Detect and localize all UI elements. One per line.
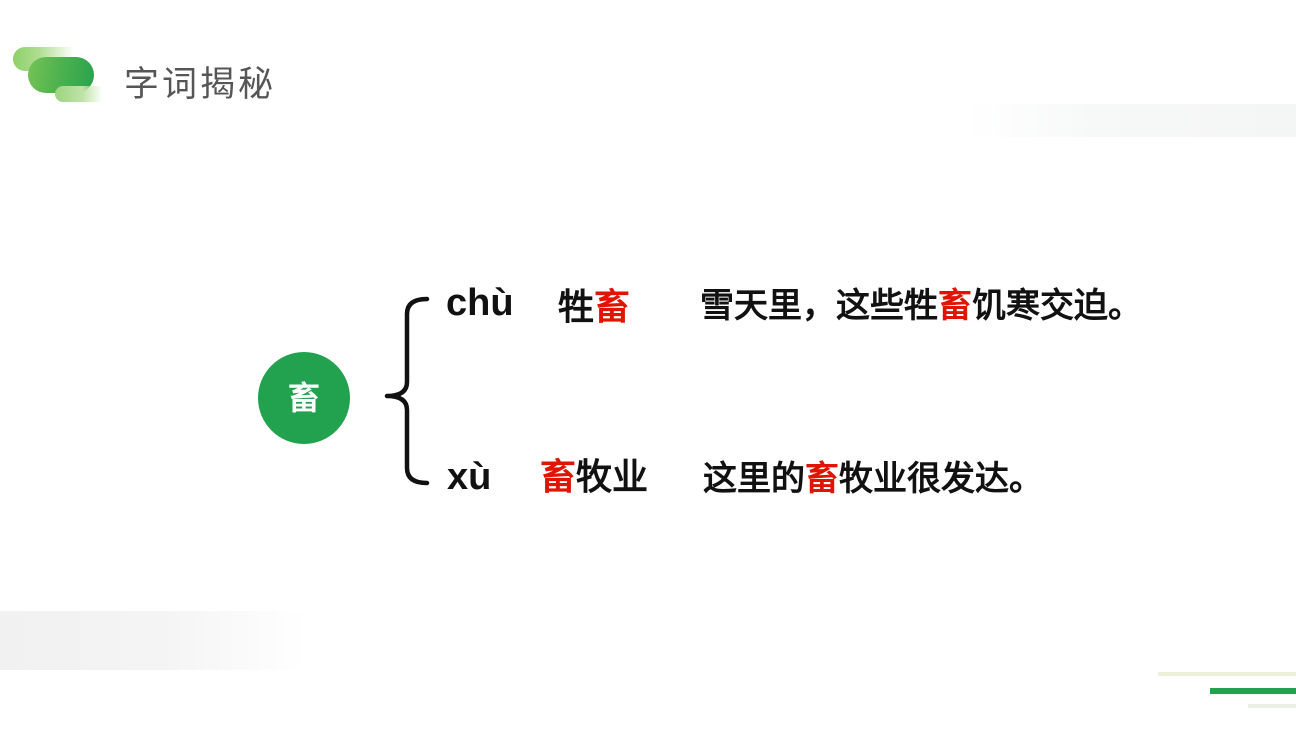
pinyin-xu: xù	[447, 456, 492, 498]
sentence-chu: 雪天里，这些牲畜饥寒交迫。	[700, 287, 1142, 326]
word-xumuye: 畜牧业	[540, 456, 648, 497]
decor-line-green	[1210, 688, 1296, 694]
logo-leaf-bottom-icon	[55, 86, 105, 102]
word-shengchu: 牲畜	[558, 286, 630, 327]
sentence-post: 牧业很发达。	[839, 460, 1043, 498]
sentence-pre: 雪天里，这些牲	[700, 287, 938, 325]
brace-icon	[384, 296, 430, 486]
root-character-badge: 畜	[258, 352, 350, 444]
decor-line-pale	[1158, 672, 1296, 676]
word-pre: 牲	[558, 286, 595, 327]
word-highlight-char: 畜	[594, 286, 631, 327]
sentence-pre: 这里的	[703, 460, 805, 498]
decor-line-faint	[1248, 704, 1296, 708]
sentence-xu: 这里的畜牧业很发达。	[703, 460, 1043, 499]
logo-leaves-icon	[10, 42, 110, 106]
sentence-highlight-char: 畜	[938, 287, 972, 325]
sentence-highlight-char: 畜	[805, 460, 839, 498]
sentence-post: 饥寒交迫。	[972, 287, 1142, 325]
pinyin-chu: chù	[446, 282, 514, 324]
page-title: 字词揭秘	[124, 65, 277, 104]
decor-band-top-right	[966, 104, 1296, 137]
decor-band-bottom-left	[0, 611, 320, 670]
word-highlight-char: 畜	[540, 456, 577, 497]
root-character: 畜	[287, 380, 320, 416]
word-post: 牧业	[576, 456, 649, 497]
